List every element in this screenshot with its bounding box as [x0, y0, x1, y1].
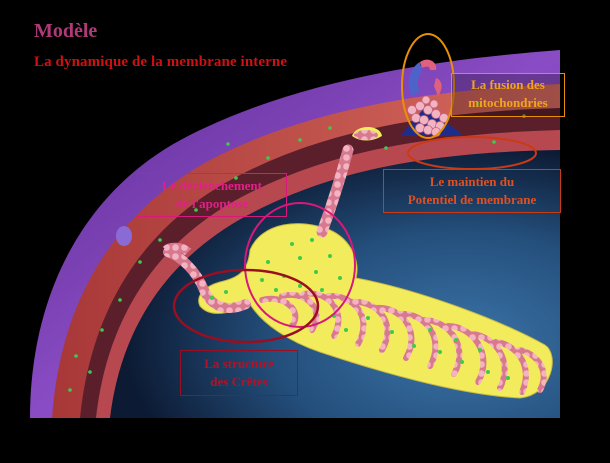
maintien-label: Le maintien du Potentiel de membrane [383, 169, 561, 213]
apoptose-label: Le declenchement de l'apoptose [137, 173, 287, 217]
structure-label-line1: La structure [181, 355, 297, 373]
maintien-label-line1: Le maintien du [384, 173, 560, 191]
structure-label: La structure des Crêtes [180, 350, 298, 396]
fusion-label-line2: mitochondries [452, 94, 564, 112]
fusion-label: La fusion des mitochondries [451, 73, 565, 117]
slide-title: Modèle [34, 20, 97, 43]
slide-subtitle: La dynamique de la membrane interne [34, 54, 287, 71]
apoptose-label-line1: Le declenchement [138, 177, 286, 195]
apoptose-label-line2: de l'apoptose [138, 195, 286, 213]
fusion-label-line1: La fusion des [452, 76, 564, 94]
vesicle [116, 226, 132, 246]
structure-label-line2: des Crêtes [181, 373, 297, 391]
maintien-label-line2: Potentiel de membrane [384, 191, 560, 209]
